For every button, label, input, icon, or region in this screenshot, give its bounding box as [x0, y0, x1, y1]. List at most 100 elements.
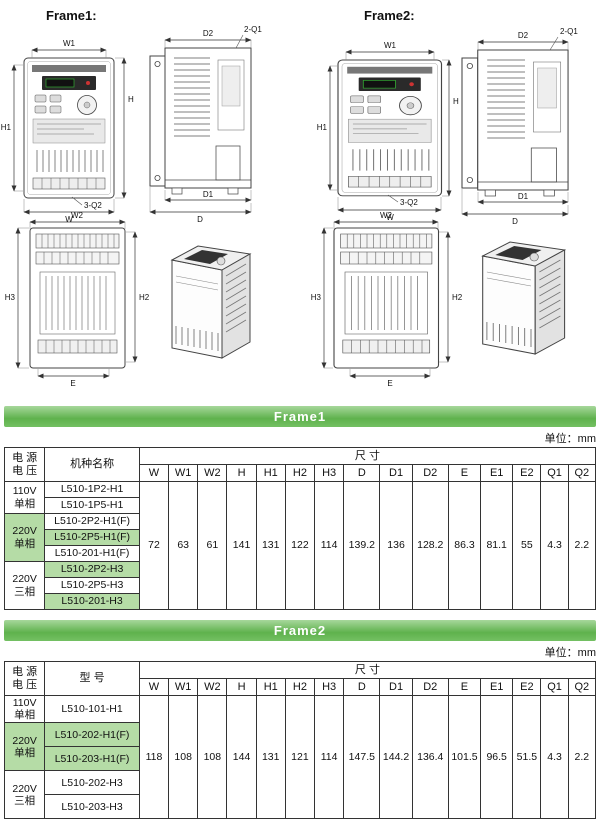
model-cell: L510-202-H3	[44, 770, 140, 796]
dim-col-header: Q2	[567, 678, 597, 696]
frame1-dim-d2: D2	[164, 29, 252, 48]
dim-value-cell: 72	[138, 481, 170, 610]
dim-col-header: D2	[411, 464, 449, 482]
frame2-drawing-label: Frame2:	[364, 8, 415, 23]
dims-header: 尺 寸	[138, 661, 597, 679]
dim-label-h3: H3	[311, 293, 322, 302]
dim-label-d2: D2	[203, 29, 214, 38]
dim-col-header: H2	[284, 464, 316, 482]
dim-col-header: Q1	[540, 464, 569, 482]
frame2-iso-view	[482, 241, 566, 355]
table-header-row: 电 源 电 压 机种名称 尺 寸	[3, 447, 597, 482]
dim-label-h2: H2	[139, 293, 150, 302]
dim-col-header: W	[138, 678, 170, 696]
dim-label-h2: H2	[452, 293, 463, 302]
dim-col-header: D	[343, 464, 381, 482]
dim-col-header: Q1	[540, 678, 569, 696]
power-line1: 220V	[12, 734, 37, 747]
frame2-dim-h3: H3	[311, 227, 333, 369]
frame1-iso-view	[171, 245, 251, 359]
dim-value-cell: 131	[255, 694, 286, 820]
table-row: 220V 三相 L510-2P2-H3	[3, 561, 596, 610]
dim-col-header: H1	[255, 678, 286, 696]
dim-col-header: Q2	[567, 464, 597, 482]
frame1-dim-h1: H1	[1, 64, 23, 192]
dim-label-e: E	[70, 379, 75, 388]
frame1-banner: Frame1	[4, 406, 596, 427]
dim-col-header: W2	[197, 464, 228, 482]
power-line2: 单相	[14, 537, 36, 550]
dim-value-cell: 63	[168, 481, 199, 610]
frame2-open-view	[333, 227, 440, 369]
dim-label-h1: H1	[317, 123, 328, 132]
dim-col-header: E	[447, 464, 482, 482]
dim-value-cell: 114	[314, 481, 345, 610]
dim-value-cell: 128.2	[411, 481, 449, 610]
dim-value-cell: 61	[197, 481, 228, 610]
model-cell: L510-1P5-H1	[44, 497, 140, 514]
table-row: L510-2P5-H1(F)	[5, 529, 596, 546]
frame2-dim-d1: D1	[477, 192, 569, 205]
power-header-line2: 电 压	[12, 464, 38, 477]
dim-label-w2: W2	[71, 211, 84, 220]
power-cell: 220V 单相	[3, 722, 46, 772]
dim-value-cell: 2.2	[567, 481, 597, 610]
frame1-dim-q1: 2-Q1	[235, 25, 262, 49]
power-line1: 220V	[12, 573, 37, 586]
model-header: 型 号	[44, 661, 140, 696]
power-header: 电 源 电 压	[3, 661, 46, 696]
dim-label-d2: D2	[518, 31, 529, 40]
frame1-dim-w2: W2	[29, 211, 126, 229]
frame2-banner-label: Frame2	[273, 623, 327, 638]
dim-value-cell: 81.1	[480, 481, 514, 610]
dim-col-header: W1	[168, 678, 199, 696]
power-line1: 110V	[12, 485, 37, 498]
power-cell: 220V 三相	[3, 770, 46, 820]
table-subheader-row: W W1 W2 H H1 H2 H3 D D1 D2 E E1 E2 Q1 Q2	[5, 678, 597, 696]
dim-label-w1: W1	[384, 41, 397, 50]
frame2-dim-d: D	[461, 189, 569, 226]
dim-col-header: H	[226, 464, 257, 482]
frame1-dimension-table: 电 源 电 压 机种名称 尺 寸 W W1 W2 H H1 H2 H3 D D1…	[3, 447, 597, 610]
dims-header: 尺 寸	[138, 447, 597, 465]
dim-value-cell: 4.3	[540, 481, 569, 610]
frame2-dim-w2: W2	[333, 211, 439, 229]
dim-label-h: H	[453, 97, 459, 106]
power-line2: 单相	[14, 497, 36, 510]
frame1-dim-h2: H2	[126, 231, 150, 363]
frame1-banner-label: Frame1	[273, 409, 327, 424]
table-header-row: 电 源 电 压 型 号 尺 寸	[3, 661, 597, 696]
dim-label-h1: H1	[1, 123, 12, 132]
dim-value-cell: 139.2	[343, 481, 381, 610]
model-cell: L510-201-H3	[44, 593, 140, 610]
dim-value-cell: 121	[284, 694, 316, 820]
model-cell: L510-101-H1	[44, 694, 140, 724]
power-header: 电 源 电 压	[3, 447, 46, 482]
dim-col-header: D1	[379, 678, 413, 696]
dim-label-q1: 2-Q1	[560, 27, 578, 36]
dim-label-h3: H3	[5, 293, 16, 302]
power-cell: 220V 三相	[3, 561, 46, 610]
dim-label-d: D	[197, 215, 203, 224]
dim-value-cell: 108	[168, 694, 199, 820]
model-cell: L510-203-H1(F)	[44, 746, 140, 772]
dim-value-cell: 4.3	[540, 694, 569, 820]
table-row: L510-203-H1(F)	[5, 746, 596, 772]
technical-drawings-panel: Frame1: Frame2: W1 W H H1 3-Q2 D2 D1	[0, 0, 600, 402]
frame1-dim-q2: 3-Q2	[71, 196, 102, 210]
frame2-dim-w: W	[337, 197, 442, 222]
power-cell: 110V 单相	[3, 481, 46, 514]
dim-col-header: W	[138, 464, 170, 482]
power-header-line1: 电 源	[12, 665, 38, 678]
table-row: 220V 单相 L510-2P2-H1(F)	[3, 513, 596, 562]
dim-value-cell: 96.5	[480, 694, 514, 820]
dim-value-cell: 136.4	[411, 694, 449, 820]
dim-col-header: D2	[411, 678, 449, 696]
power-line2: 单相	[14, 746, 36, 759]
dim-value-cell: 147.5	[343, 694, 381, 820]
dim-label-w2: W2	[380, 211, 393, 220]
frame1-dim-h: H	[115, 57, 134, 199]
table-row: 220V 三相 L510-202-H3	[3, 770, 596, 820]
model-cell: L510-2P2-H3	[44, 561, 140, 578]
frame1-front-view	[23, 57, 115, 199]
